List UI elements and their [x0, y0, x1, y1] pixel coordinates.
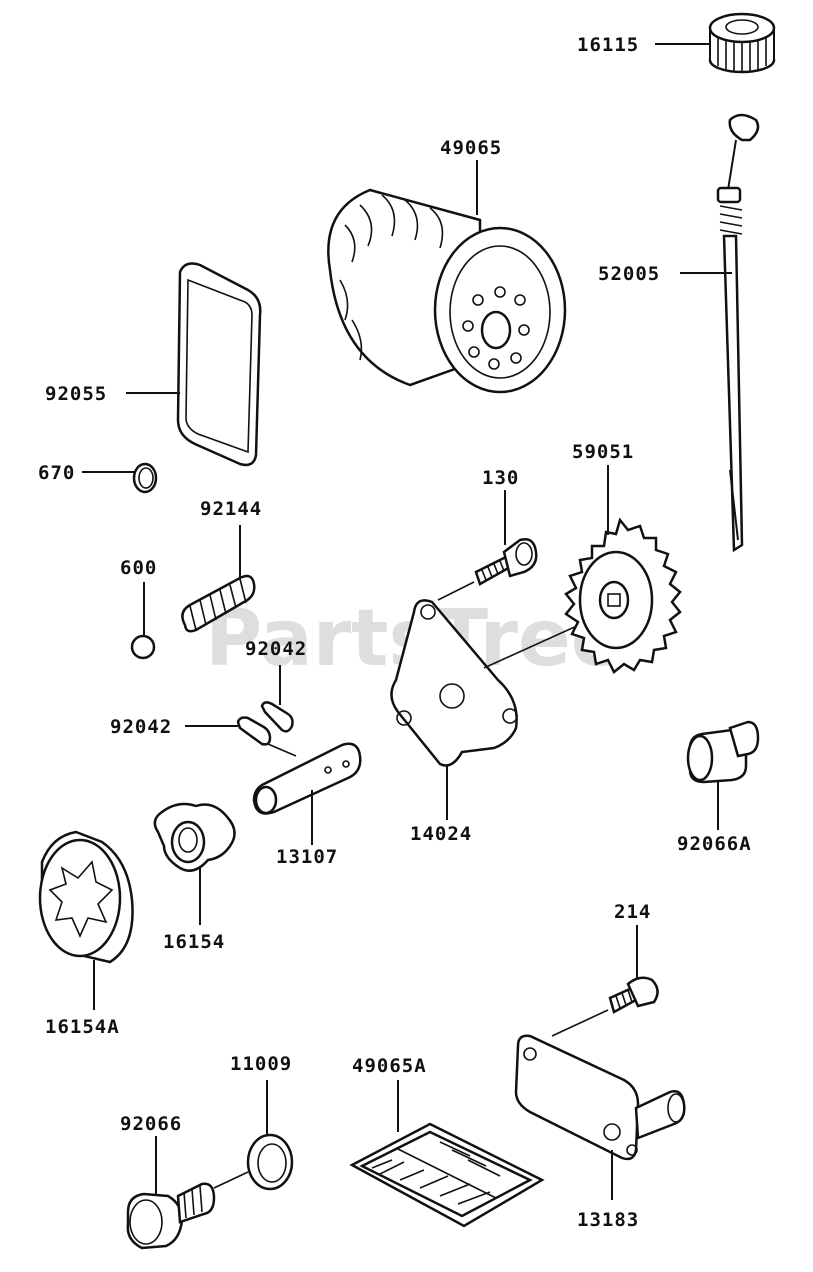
label-92144: 92144 — [200, 498, 262, 520]
label-16115: 16115 — [577, 34, 639, 56]
part-16154A-outer-rotor[interactable] — [38, 830, 134, 964]
label-214: 214 — [614, 901, 651, 923]
label-52005: 52005 — [598, 263, 660, 285]
label-59051: 59051 — [572, 441, 634, 463]
label-11009: 11009 — [230, 1053, 292, 1075]
part-11009-washer[interactable] — [246, 1133, 294, 1191]
part-92042-pin-lower[interactable] — [236, 716, 272, 746]
label-670: 670 — [38, 462, 75, 484]
label-49065A: 49065A — [352, 1055, 427, 1077]
label-92055: 92055 — [45, 383, 107, 405]
label-92066A: 92066A — [677, 833, 752, 855]
label-600: 600 — [120, 557, 157, 579]
part-92066A-plug[interactable] — [686, 720, 760, 784]
part-130-bolt[interactable] — [474, 538, 538, 586]
part-92066-drain-plug[interactable] — [126, 1182, 216, 1250]
part-49065-oil-filter[interactable] — [327, 188, 567, 394]
label-92066: 92066 — [120, 1113, 182, 1135]
part-13183-bracket[interactable] — [514, 1034, 686, 1161]
part-49065A-strainer[interactable] — [349, 1122, 545, 1228]
label-130: 130 — [482, 467, 519, 489]
part-670-o-ring[interactable] — [132, 462, 158, 494]
part-92144-spring[interactable] — [181, 574, 256, 633]
part-16115-cap[interactable] — [708, 12, 776, 74]
label-92042-lower: 92042 — [110, 716, 172, 738]
part-13107-shaft[interactable] — [252, 742, 362, 815]
part-16154-inner-rotor[interactable] — [153, 802, 236, 872]
part-92042-pin-upper[interactable] — [260, 701, 294, 733]
label-16154A: 16154A — [45, 1016, 120, 1038]
part-14024-cover-plate[interactable] — [390, 599, 518, 767]
label-16154: 16154 — [163, 931, 225, 953]
part-214-screw[interactable] — [608, 976, 659, 1014]
part-92055-gasket[interactable] — [176, 262, 262, 467]
label-13183: 13183 — [577, 1209, 639, 1231]
label-49065: 49065 — [440, 137, 502, 159]
label-14024: 14024 — [410, 823, 472, 845]
label-13107: 13107 — [276, 846, 338, 868]
part-600-ball[interactable] — [130, 634, 156, 660]
part-52005-dipstick[interactable] — [716, 113, 760, 553]
label-92042-upper: 92042 — [245, 638, 307, 660]
part-59051-gear[interactable] — [564, 517, 682, 674]
